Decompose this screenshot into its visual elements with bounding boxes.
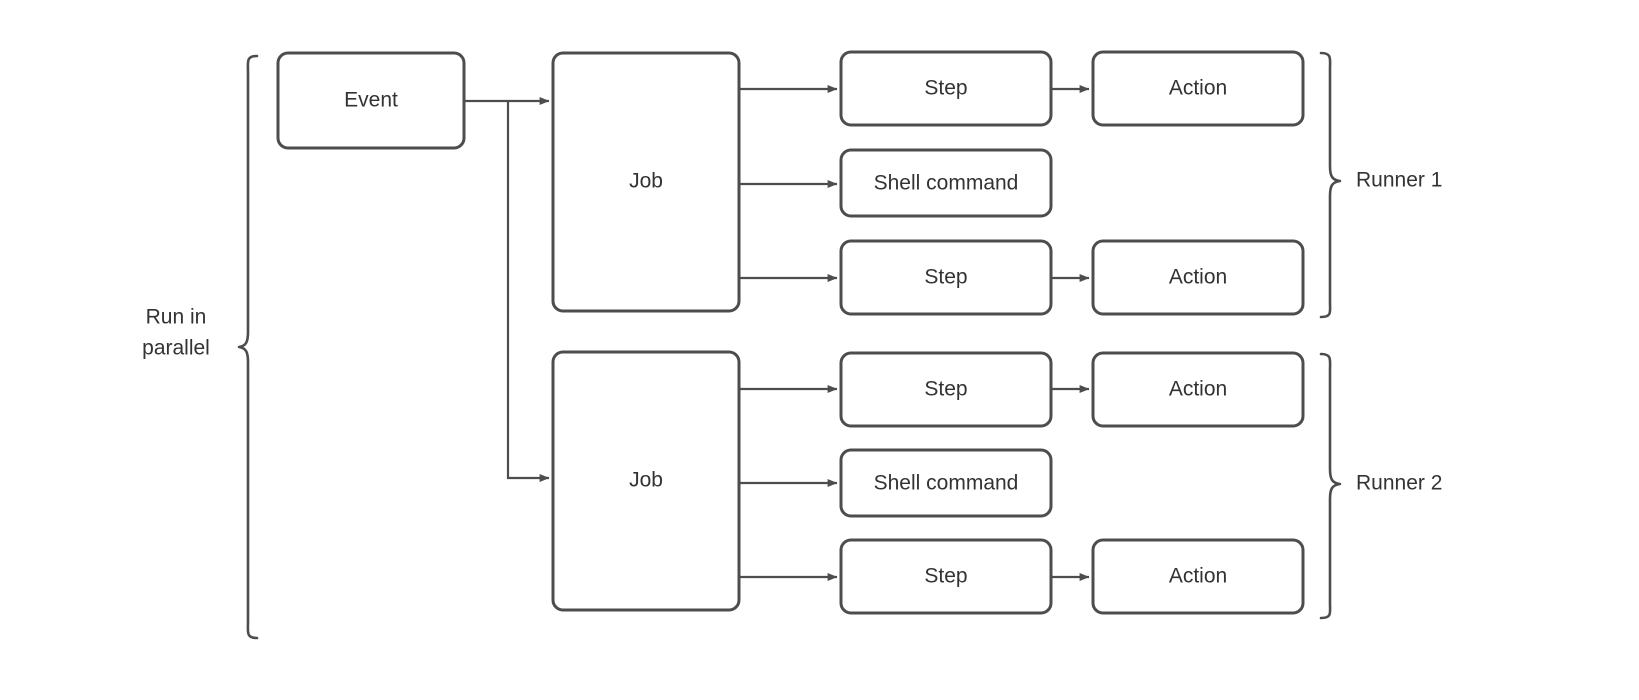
node-job-1-box[interactable] [551, 51, 741, 313]
node-runner2-step-1-label: Step [924, 378, 967, 401]
node-event[interactable]: Event [276, 51, 466, 150]
node-runner1-step-1-label: Step [924, 77, 967, 100]
node-runner2-action-1-box[interactable] [1091, 351, 1305, 428]
node-runner2-action-2-label: Action [1169, 565, 1227, 588]
edge-layer [464, 85, 1090, 581]
node-runner1-step-2-box[interactable] [839, 239, 1053, 316]
brace-label-layer: Run in parallel Runner 1 Runner 2 [142, 169, 1442, 495]
brace-runner-2 [1319, 352, 1342, 620]
node-runner2-action-2[interactable]: Action [1091, 538, 1305, 615]
node-runner2-shell-command-label: Shell command [874, 472, 1019, 495]
brace-label-run-in-parallel-line1: Run in [146, 306, 207, 329]
node-runner1-step-1-box[interactable] [839, 50, 1053, 127]
node-runner1-action-1-box[interactable] [1091, 50, 1305, 127]
node-runner1-step-2-label: Step [924, 266, 967, 289]
brace-label-run-in-parallel-line2: parallel [142, 337, 210, 360]
node-runner2-action-1-label: Action [1169, 378, 1227, 401]
node-runner2-step-2[interactable]: Step [839, 538, 1053, 615]
node-runner2-step-1-box[interactable] [839, 351, 1053, 428]
node-runner2-step-2-label: Step [924, 565, 967, 588]
edge-event-to-job2 [506, 101, 550, 482]
node-runner2-shell-command[interactable]: Shell command [839, 448, 1053, 518]
node-runner2-step-2-box[interactable] [839, 538, 1053, 615]
node-runner1-shell-command-label: Shell command [874, 172, 1019, 195]
brace-label-runner-2: Runner 2 [1356, 472, 1442, 495]
node-event-label: Event [344, 89, 398, 112]
node-runner1-action-2-label: Action [1169, 266, 1227, 289]
brace-label-runner-1: Runner 1 [1356, 169, 1442, 192]
node-runner1-action-2[interactable]: Action [1091, 239, 1305, 316]
node-runner1-action-1[interactable]: Action [1091, 50, 1305, 127]
node-runner1-step-2[interactable]: Step [839, 239, 1053, 316]
node-runner2-action-2-box[interactable] [1091, 538, 1305, 615]
node-job-2-label: Job [629, 469, 663, 492]
node-runner2-shell-command-box[interactable] [839, 448, 1053, 518]
node-runner1-action-2-box[interactable] [1091, 239, 1305, 316]
node-runner2-action-1[interactable]: Action [1091, 351, 1305, 428]
brace-run-in-parallel [237, 54, 259, 640]
node-runner1-action-1-label: Action [1169, 77, 1227, 100]
node-job-2-box[interactable] [551, 350, 741, 612]
brace-layer [237, 51, 1342, 640]
node-job-1-label: Job [629, 170, 663, 193]
node-runner1-step-1[interactable]: Step [839, 50, 1053, 127]
node-job-1[interactable]: Job [551, 51, 741, 313]
node-event-box[interactable] [276, 51, 466, 150]
node-runner2-step-1[interactable]: Step [839, 351, 1053, 428]
node-runner1-shell-command-box[interactable] [839, 148, 1053, 218]
node-runner1-shell-command[interactable]: Shell command [839, 148, 1053, 218]
brace-runner-1 [1319, 51, 1342, 319]
node-job-2[interactable]: Job [551, 350, 741, 612]
node-layer: Event Job Job Step Action Shell co [276, 50, 1305, 615]
